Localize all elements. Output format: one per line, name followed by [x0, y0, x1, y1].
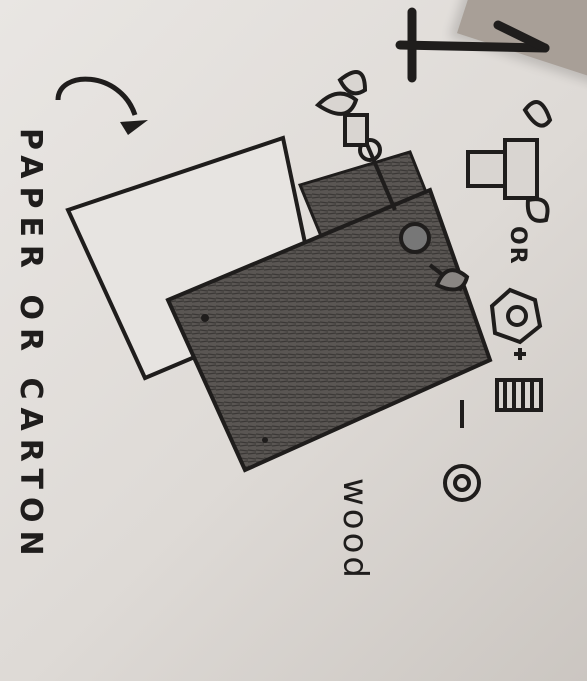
wing-nut-icon [318, 72, 367, 145]
curved-arrow-icon [58, 79, 148, 135]
washer-icon [445, 400, 479, 500]
screw-icon [497, 380, 541, 410]
label-wood: wood [335, 478, 375, 581]
wood-knot [262, 437, 268, 443]
label-or: OR [505, 226, 530, 266]
hex-nut-icon [492, 290, 540, 360]
step-number: 1 [396, 8, 546, 98]
label-paper-or-carton: PAPER OR CARTON [13, 128, 48, 564]
bolt-icon [468, 102, 550, 221]
wood-knot [201, 314, 209, 322]
